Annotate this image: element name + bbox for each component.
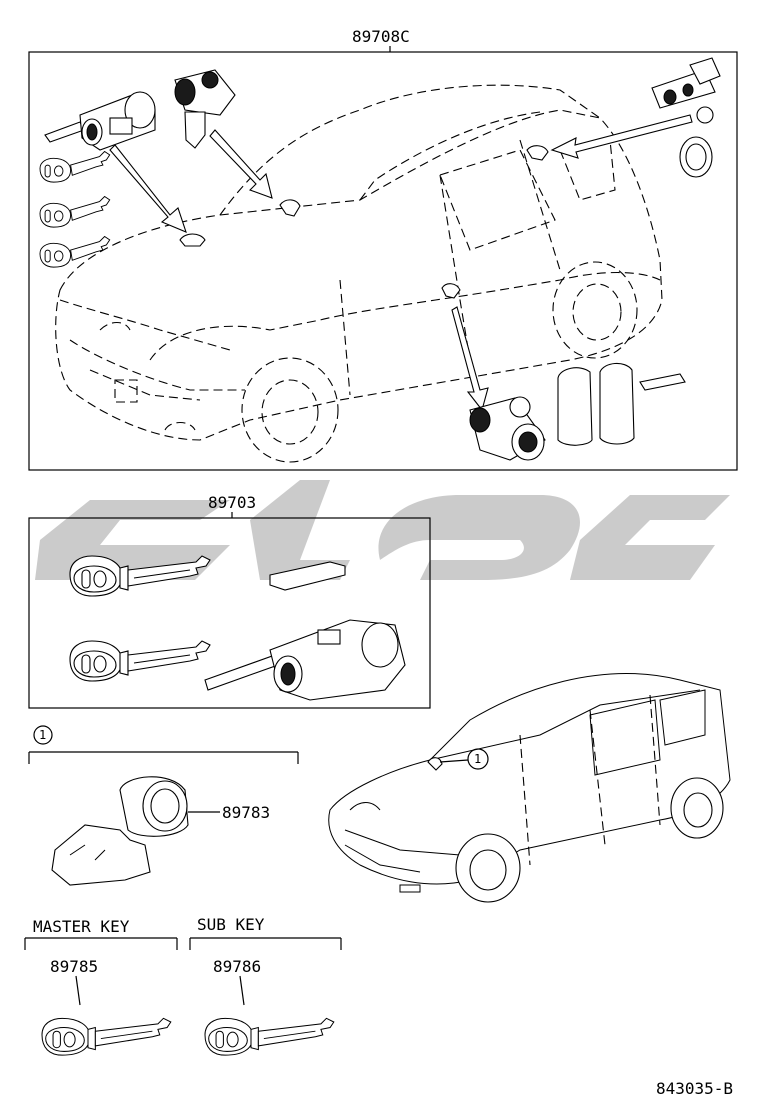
callout-1-car-circle: [467, 748, 489, 770]
keys-group-top: [39, 151, 111, 268]
label-89708c: 89708C: [352, 27, 410, 46]
box-89708c: [28, 51, 738, 471]
door-lock-top: [174, 69, 236, 149]
callout-1-text: 1: [39, 728, 46, 742]
ignition-cylinder-top: [44, 91, 156, 151]
sub-key: [204, 1017, 335, 1056]
keys-group-mid: [69, 555, 211, 682]
callout-1-circle: [33, 725, 53, 745]
arrows-top: [109, 114, 693, 412]
car-illustration-bottom: [328, 673, 731, 903]
door-lock-cylinder: [469, 396, 546, 461]
watermark-logo: [35, 480, 730, 580]
label-89786: 89786: [213, 957, 261, 976]
key-cylinder-89783: [51, 776, 189, 886]
master-key: [41, 1017, 172, 1056]
card-mid: [269, 561, 346, 591]
footer-code: 843035-B: [656, 1079, 733, 1098]
heading-sub-key: SUB KEY: [197, 915, 265, 934]
callout-1-car-text: 1: [474, 752, 481, 766]
label-89783: 89783: [222, 803, 270, 822]
car-illustration-top: [55, 84, 663, 463]
box-89703: [28, 517, 431, 709]
hatch-lock: [651, 57, 721, 178]
label-89703: 89703: [208, 493, 256, 512]
ignition-cylinder-mid: [204, 619, 406, 701]
label-89785: 89785: [50, 957, 98, 976]
key-cards: [557, 362, 686, 446]
heading-master-key: MASTER KEY: [33, 917, 130, 936]
